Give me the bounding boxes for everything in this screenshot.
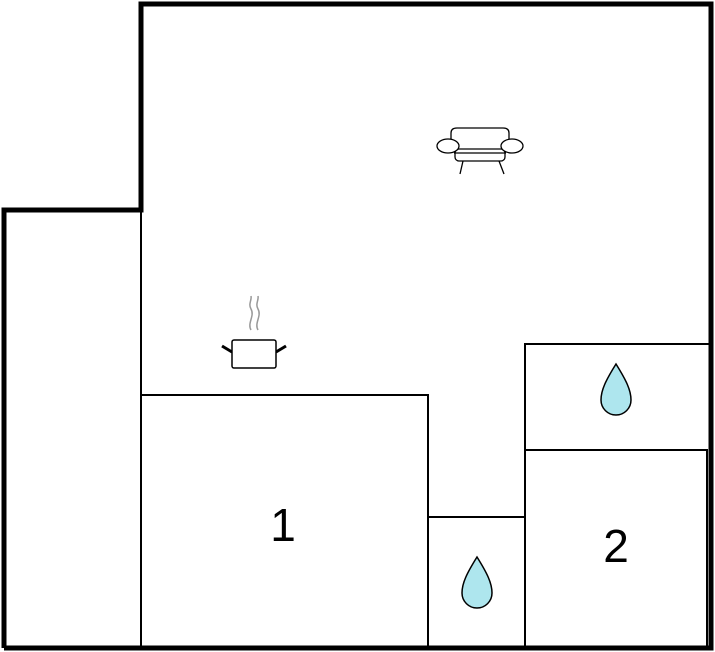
bathroom-2-wall: [524, 343, 711, 648]
bedroom-1-wall: [141, 394, 429, 648]
room-2-label: 2: [603, 520, 629, 572]
interior-walls: [140, 210, 711, 648]
cooking-pot-icon: [221, 295, 287, 369]
sofa-icon: [436, 127, 524, 175]
room-1-label: 1: [270, 499, 296, 551]
water-drop-icon: [600, 362, 632, 416]
water-drop-icon: [461, 555, 493, 609]
